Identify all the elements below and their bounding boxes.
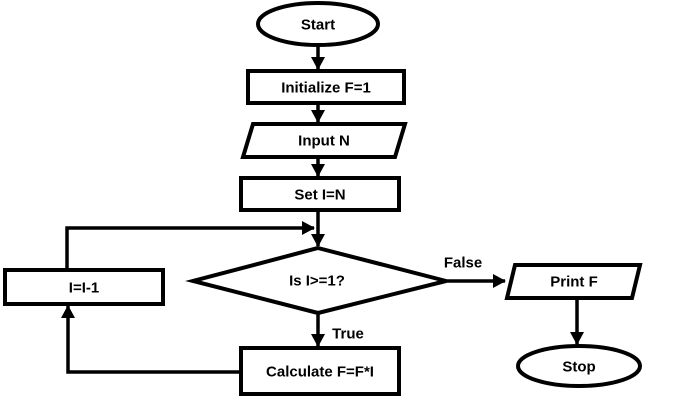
set-process-shape — [239, 176, 401, 212]
stop-label: Stop — [562, 359, 595, 376]
stop-terminator-shape — [516, 344, 642, 388]
initialize-label: Initialize F=1 — [281, 80, 371, 97]
calculate-process-shape — [239, 346, 401, 396]
input-label: Input N — [298, 133, 350, 150]
calculate-label: Calculate F=F*I — [266, 364, 374, 381]
decision-label: Is I>=1? — [289, 273, 345, 290]
print-parallelogram-shape — [504, 263, 643, 300]
connector-layer — [61, 45, 584, 374]
decrement-process-shape — [3, 268, 165, 306]
true-branch-label: True — [332, 326, 364, 343]
decision-diamond-shape — [185, 245, 447, 316]
start-label: Start — [301, 17, 335, 34]
shape-layer — [3, 1, 643, 396]
false-branch-label: False — [444, 255, 482, 272]
label-layer: Start Initialize F=1 Input N Set I=N Is … — [69, 17, 598, 381]
edge-decrement-to-decision-entry — [65, 221, 315, 270]
initialize-process-shape — [246, 69, 406, 105]
decrement-label: I=I-1 — [69, 280, 99, 297]
set-label: Set I=N — [294, 187, 345, 204]
input-parallelogram-shape — [240, 122, 408, 159]
start-terminator-shape — [256, 1, 380, 47]
print-label: Print F — [550, 274, 598, 291]
edge-calculate-to-decrement — [61, 305, 241, 374]
